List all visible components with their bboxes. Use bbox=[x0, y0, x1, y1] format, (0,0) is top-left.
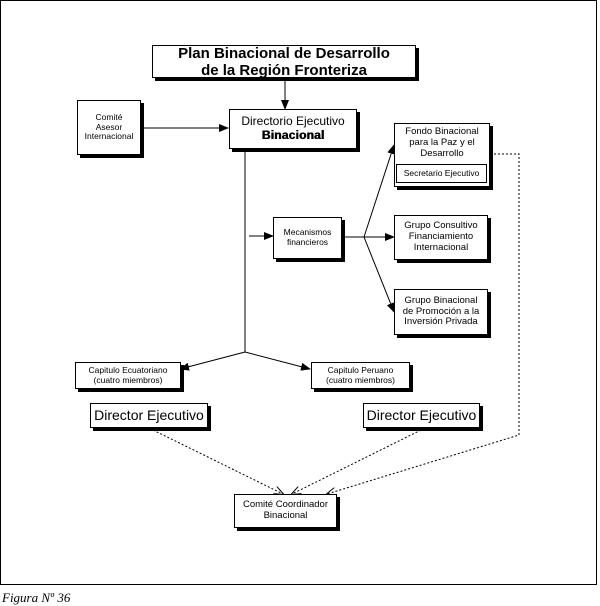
grupo-binacional-line2: de Promoción a la bbox=[402, 305, 480, 317]
plan-title-line1: Plan Binacional de Desarrollo bbox=[178, 44, 390, 62]
directorio-ejecutivo-box: Directorio Ejecutivo Binacional bbox=[229, 109, 357, 149]
mecanismos-financieros-box: Mecanismos financieros bbox=[273, 217, 342, 259]
comite-asesor-line2: Asesor bbox=[95, 121, 123, 132]
comite-asesor-line1: Comité bbox=[95, 111, 123, 122]
grupo-binacional-box: Grupo Binacional de Promoción a la Inver… bbox=[394, 289, 488, 335]
comite-coordinador-line1: Comité Coordinador bbox=[242, 499, 328, 511]
directorio-line1: Directorio Ejecutivo bbox=[241, 114, 345, 129]
secretario-ejecutivo-box: Secretario Ejecutivo bbox=[396, 164, 487, 183]
director-right-label: Director Ejecutivo bbox=[366, 407, 477, 424]
grupo-consultivo-line3: Internacional bbox=[413, 241, 469, 253]
edge-director-right-to-coordinador bbox=[292, 429, 422, 494]
grupo-binacional-line3: Inversión Privada bbox=[404, 316, 478, 328]
secretario-label: Secretario Ejecutivo bbox=[403, 167, 480, 178]
edge-director-left-to-coordinador bbox=[152, 429, 283, 494]
figure-frame bbox=[0, 0, 597, 585]
plan-title-line2: de la Región Fronteriza bbox=[201, 61, 367, 79]
capitulo-peruano-line2: (cuatro miembros) bbox=[326, 374, 395, 385]
figure-caption: Figura Nº 36 bbox=[2, 590, 71, 605]
grupo-consultivo-line2: Financiamiento bbox=[408, 231, 474, 243]
grupo-consultivo-line1: Grupo Consultivo bbox=[404, 220, 478, 232]
directorio-line2: Binacional bbox=[261, 128, 325, 142]
fondo-line1: Fondo Binacional bbox=[405, 126, 479, 137]
director-ejecutivo-left-box: Director Ejecutivo bbox=[90, 403, 208, 428]
plan-binacional-box: Plan Binacional de Desarrollo de la Regi… bbox=[152, 44, 416, 79]
edge-to-capitulo-ecuatoriano bbox=[179, 351, 246, 371]
edge-to-fondo bbox=[363, 144, 396, 238]
director-ejecutivo-right-box: Director Ejecutivo bbox=[363, 403, 480, 428]
fondo-line2: para la Paz y el bbox=[409, 136, 475, 148]
grupo-binacional-line1: Grupo Binacional bbox=[404, 294, 478, 306]
fondo-line3: Desarrollo bbox=[420, 147, 464, 159]
edge-to-capitulo-peruano bbox=[244, 351, 311, 371]
capitulo-peruano-box: Capitulo Peruano (cuatro miembros) bbox=[311, 362, 410, 389]
comite-coordinador-line2: Binacional bbox=[263, 510, 308, 521]
director-left-label: Director Ejecutivo bbox=[94, 407, 204, 424]
comite-coordinador-box: Comité Coordinador Binacional bbox=[234, 494, 337, 528]
capitulo-ecuatoriano-line1: Capitulo Ecuatoriano bbox=[88, 364, 168, 375]
mecanismos-line2: financieros bbox=[286, 237, 329, 247]
grupo-consultivo-box: Grupo Consultivo Financiamiento Internac… bbox=[394, 215, 488, 260]
edge-to-grupo-binacional bbox=[363, 236, 395, 313]
mecanismos-line1: Mecanismos bbox=[283, 227, 332, 238]
capitulo-ecuatoriano-box: Capitulo Ecuatoriano (cuatro miembros) bbox=[75, 362, 181, 389]
comite-asesor-line3: Internacional bbox=[84, 131, 134, 142]
edge-fondo-to-coordinador bbox=[327, 153, 520, 494]
capitulo-ecuatoriano-line2: (cuatro miembros) bbox=[93, 374, 163, 385]
capitulo-peruano-line1: Capitulo Peruano bbox=[327, 364, 394, 375]
comite-asesor-box: Comité Asesor Internacional bbox=[77, 100, 141, 155]
